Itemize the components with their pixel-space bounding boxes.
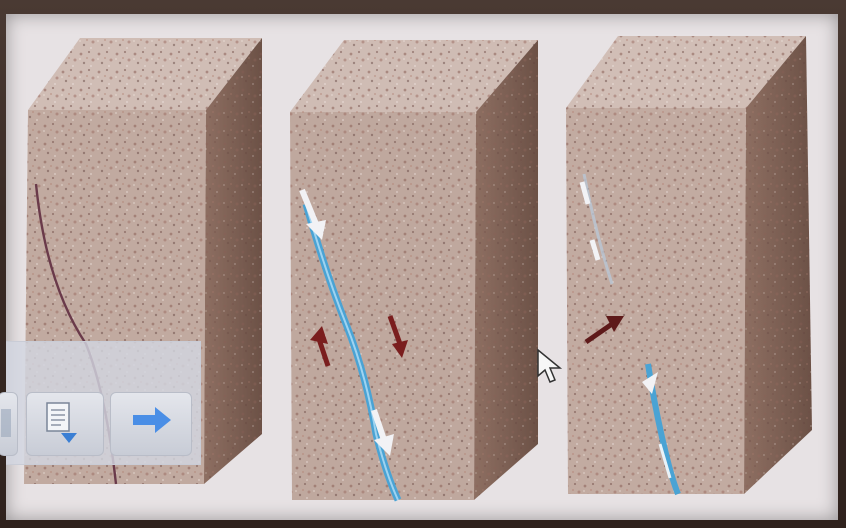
next-slide-button[interactable] — [110, 392, 192, 456]
arrow-right-icon — [111, 393, 191, 455]
slideshow-toolbar — [6, 341, 201, 465]
notes-down-icon — [27, 393, 103, 455]
notes-down-button[interactable] — [26, 392, 104, 456]
projection-screen — [6, 14, 838, 520]
partial-button[interactable] — [0, 392, 18, 456]
rock-block-2 — [290, 40, 538, 500]
slide-left-partial-icon — [0, 393, 17, 455]
mouse-cursor-icon — [536, 348, 566, 388]
rock-block-3 — [566, 36, 812, 494]
